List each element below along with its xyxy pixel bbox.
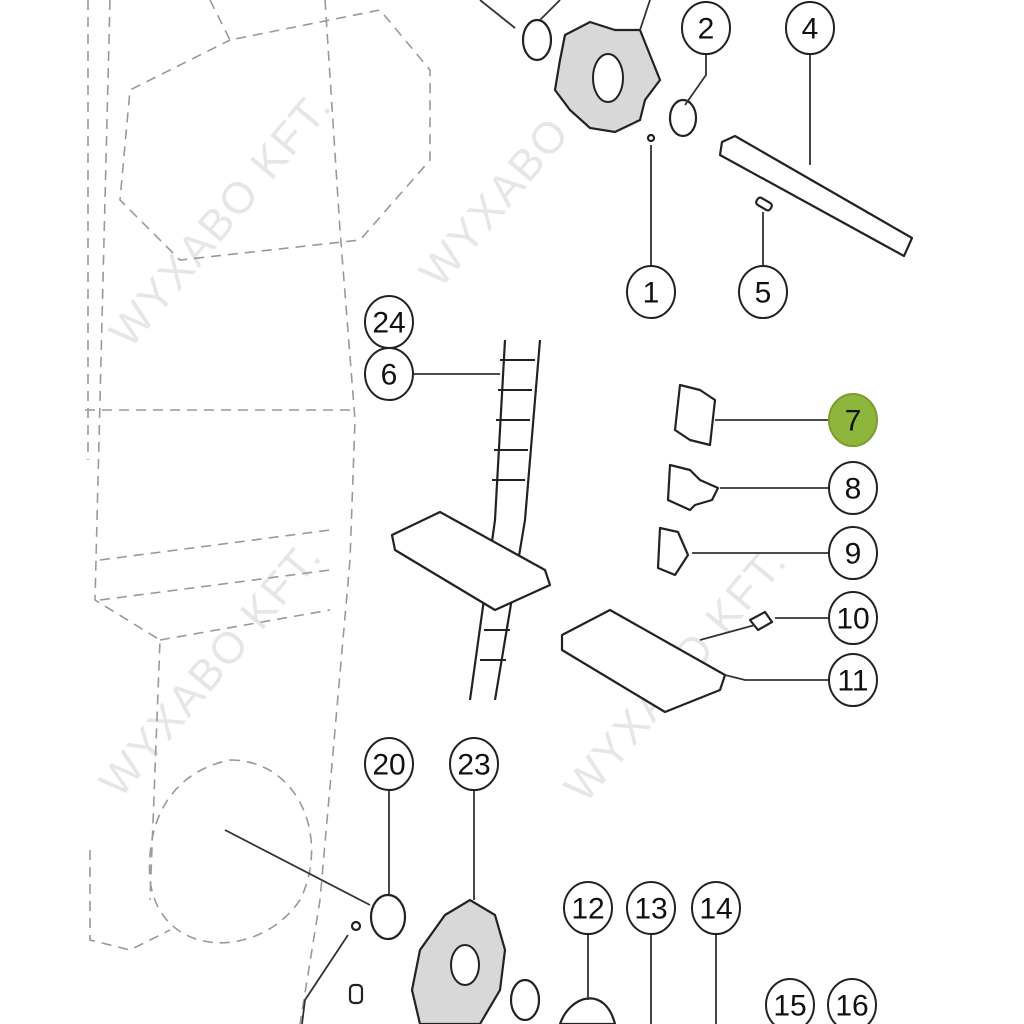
- shaft-4: [718, 134, 914, 258]
- callout-14[interactable]: 14: [691, 881, 741, 935]
- callout-10[interactable]: 10: [828, 591, 878, 645]
- callout-2[interactable]: 2: [681, 1, 731, 55]
- callout-8[interactable]: 8: [828, 461, 878, 515]
- callout-label: 14: [699, 893, 732, 926]
- callout-13[interactable]: 13: [626, 881, 676, 935]
- bearing-ring-2: [668, 98, 698, 138]
- bearing-ring-bottom: [509, 978, 541, 1022]
- callout-label: 7: [845, 405, 862, 438]
- callout-label: 10: [836, 603, 869, 636]
- flange-12: [558, 997, 617, 1024]
- callout-label: 6: [381, 359, 398, 392]
- callout-9[interactable]: 9: [828, 526, 878, 580]
- sprocket-top: [553, 20, 662, 134]
- callout-label: 20: [372, 749, 405, 782]
- callout-label: 15: [773, 990, 806, 1023]
- watermark: WYXABO KFT.: [90, 531, 332, 806]
- callout-15[interactable]: 15: [765, 978, 815, 1024]
- callout-7-highlighted[interactable]: 7: [828, 393, 878, 447]
- callout-5[interactable]: 5: [738, 265, 788, 319]
- callout-label: 8: [845, 473, 862, 506]
- ball-20: [350, 920, 362, 932]
- callout-20[interactable]: 20: [364, 737, 414, 791]
- watermark: WYXABO KFT.: [100, 81, 342, 356]
- callout-label: 12: [571, 893, 604, 926]
- callout-label: 13: [634, 893, 667, 926]
- callout-12[interactable]: 12: [563, 881, 613, 935]
- bearing-ring-20: [369, 893, 407, 941]
- callout-6[interactable]: 6: [364, 347, 414, 401]
- callout-label: 9: [845, 538, 862, 571]
- bearing-ring-top: [521, 18, 553, 62]
- ball-1: [646, 133, 656, 143]
- connector-link-8: [666, 463, 720, 512]
- callout-1[interactable]: 1: [626, 265, 676, 319]
- callout-label: 11: [837, 665, 868, 698]
- link-plate-9: [656, 526, 690, 577]
- callout-label: 24: [372, 307, 405, 340]
- callout-label: 2: [698, 13, 715, 46]
- callout-label: 16: [835, 990, 868, 1023]
- housing-outline: [85, 0, 431, 1024]
- leader-lines: [224, 0, 829, 1024]
- callout-label: 1: [643, 277, 660, 310]
- callout-label: 4: [802, 13, 819, 46]
- callout-24[interactable]: 24: [364, 295, 414, 349]
- callout-label: 5: [755, 277, 772, 310]
- key-bottom: [348, 983, 364, 1005]
- paddle-11: [560, 608, 727, 714]
- roller-chain: [468, 339, 542, 701]
- callout-label: 23: [457, 749, 490, 782]
- chain-paddle: [390, 510, 552, 612]
- callout-11[interactable]: 11: [828, 653, 878, 707]
- callout-16[interactable]: 16: [827, 978, 877, 1024]
- callout-4[interactable]: 4: [785, 1, 835, 55]
- connector-link-7: [673, 383, 717, 447]
- key-5: [755, 196, 773, 212]
- callout-23[interactable]: 23: [449, 737, 499, 791]
- bolt-10: [748, 610, 774, 632]
- sprocket-23: [410, 898, 507, 1024]
